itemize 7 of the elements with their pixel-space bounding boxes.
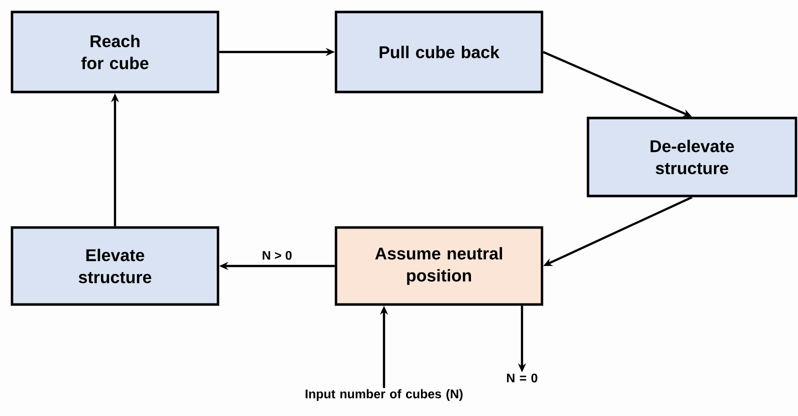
process-box: Pull cube back — [334, 10, 544, 94]
process-box: Reach for cube — [10, 10, 220, 94]
process-box: Assume neutral position — [334, 226, 544, 306]
process-box: Elevate structure — [10, 226, 220, 306]
text-label: Input number of cubes (N) — [306, 389, 463, 401]
text-label: N = 0 — [507, 374, 538, 382]
process-box: De-elevate structure — [586, 116, 798, 198]
